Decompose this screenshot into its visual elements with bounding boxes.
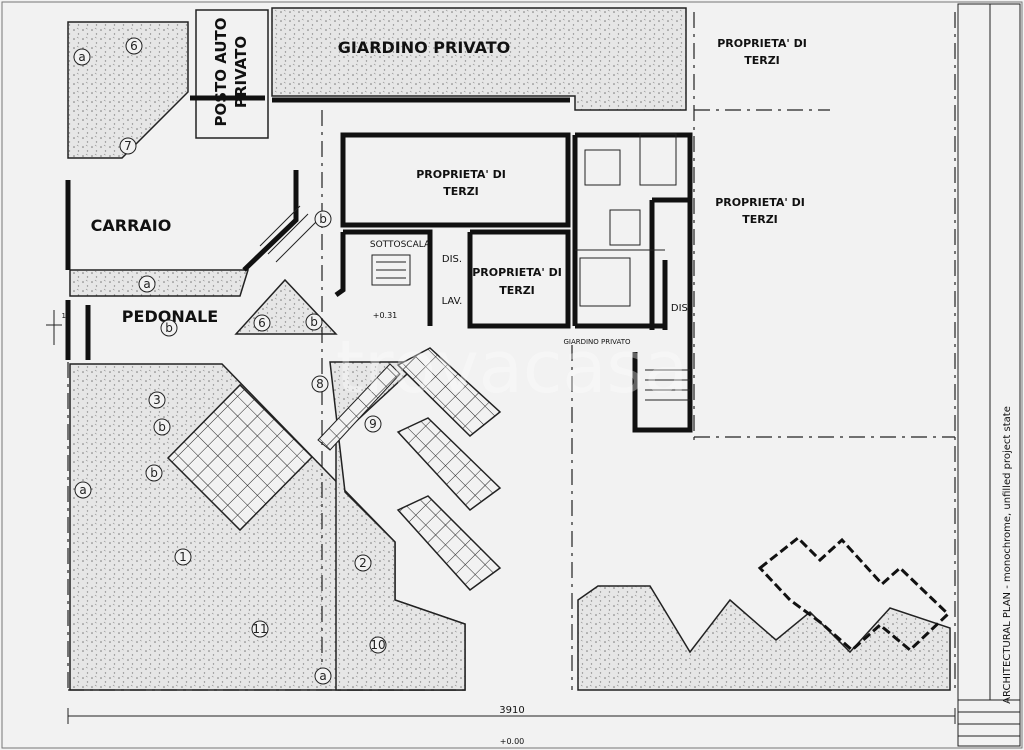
letter-markers: a a a a b b b b b xyxy=(73,48,332,685)
letter-marker-circle xyxy=(145,464,163,482)
letter-marker-circle xyxy=(160,319,178,337)
number-marker-label: 11 xyxy=(252,622,267,636)
title-block-caption: ARCHITECTURAL PLAN - monochrome, unfille… xyxy=(1002,406,1013,704)
number-marker-circle xyxy=(311,375,329,393)
property-lines xyxy=(67,12,956,691)
label-proprieta-terzi-4a: PROPRIETA' DI xyxy=(472,266,562,279)
letter-marker-circle xyxy=(314,667,332,685)
label-proprieta-terzi-2b: TERZI xyxy=(443,185,479,198)
number-marker-label: 3 xyxy=(153,393,161,407)
dashed-zigzag-outline xyxy=(757,535,951,653)
label-proprieta-terzi-4b: TERZI xyxy=(499,284,535,297)
letter-marker-circle xyxy=(138,275,156,293)
number-marker-label: 9 xyxy=(369,417,377,431)
number-markers: 1 2 3 6 6 7 8 9 10 11 xyxy=(119,37,387,654)
tiled-area-large xyxy=(166,383,314,532)
letter-marker-circle xyxy=(153,418,171,436)
dimension-width: 3910 xyxy=(499,705,524,716)
number-marker-circle xyxy=(364,415,382,433)
label-dis-1: DIS. xyxy=(442,254,462,265)
number-marker-label: 6 xyxy=(258,316,266,330)
number-marker-label: 2 xyxy=(359,556,367,570)
hatched-area-top-left xyxy=(67,21,189,159)
title-block: ARCHITECTURAL PLAN - monochrome, unfille… xyxy=(957,3,1021,747)
hatched-area-giardino xyxy=(271,7,687,111)
label-proprieta-terzi-3a: PROPRIETA' DI xyxy=(715,196,805,209)
letter-marker-label: b xyxy=(158,420,166,434)
hatched-garden-right xyxy=(329,361,466,691)
label-proprieta-terzi-2a: PROPRIETA' DI xyxy=(416,168,506,181)
number-marker-label: 8 xyxy=(316,377,324,391)
number-marker-label: 10 xyxy=(370,638,385,652)
letter-marker-circle xyxy=(314,210,332,228)
label-posto-auto: POSTO AUTO xyxy=(212,17,230,126)
label-sottoscala: SOTTOSCALA xyxy=(370,240,431,250)
letter-marker-circle xyxy=(305,313,323,331)
building-walls xyxy=(65,95,693,433)
number-marker-circle xyxy=(251,620,269,638)
tiled-strip-1 xyxy=(396,347,502,438)
label-level-point: +0.31 xyxy=(373,311,398,320)
letter-marker-label: a xyxy=(319,669,326,683)
label-pedonale: PEDONALE xyxy=(122,307,218,326)
label-proprieta-terzi-1a: PROPRIETA' DI xyxy=(717,37,807,50)
letter-marker-circle xyxy=(74,481,92,499)
letter-marker-label: b xyxy=(310,315,318,329)
hatched-strip-a xyxy=(69,269,250,297)
hatched-garden-lower-right xyxy=(577,585,951,691)
label-carraio: CARRAIO xyxy=(91,216,172,235)
number-marker-label: 6 xyxy=(130,39,138,53)
number-marker-circle xyxy=(354,554,372,572)
letter-marker-label: b xyxy=(150,466,158,480)
watermark: trovacasa xyxy=(336,325,688,409)
tiled-strip-3 xyxy=(396,495,502,592)
dimension-line xyxy=(67,708,956,724)
number-marker-circle xyxy=(119,137,137,155)
number-marker-circle xyxy=(125,37,143,55)
number-marker-label: 7 xyxy=(124,139,132,153)
letter-marker-label: a xyxy=(143,277,150,291)
label-giardino-privato: GIARDINO PRIVATO xyxy=(338,38,511,57)
label-proprieta-terzi-3b: TERZI xyxy=(742,213,778,226)
letter-marker-label: b xyxy=(319,212,327,226)
dimension-level: +0.00 xyxy=(500,737,525,746)
letter-marker-label: a xyxy=(78,50,85,64)
section-marker xyxy=(46,310,62,345)
label-dis-2: DIS. xyxy=(671,303,691,314)
number-marker-label: 1 xyxy=(179,550,187,564)
number-marker-circle xyxy=(253,314,271,332)
letter-marker-label: a xyxy=(79,483,86,497)
label-side-mark: 17 xyxy=(62,312,71,320)
label-proprieta-terzi-1b: TERZI xyxy=(744,54,780,67)
tiled-strip-2 xyxy=(396,417,502,512)
number-marker-circle xyxy=(174,548,192,566)
letter-marker-label: b xyxy=(165,321,173,335)
label-lav: LAV. xyxy=(442,296,463,307)
letter-marker-circle xyxy=(73,48,91,66)
hatched-area-posto-auto xyxy=(195,9,269,139)
label-privato: PRIVATO xyxy=(232,36,250,108)
number-marker-circle xyxy=(369,636,387,654)
stair-diagonal xyxy=(317,363,401,451)
label-giardino-privato-small: GIARDINO PRIVATO xyxy=(563,338,631,346)
number-marker-circle xyxy=(148,391,166,409)
